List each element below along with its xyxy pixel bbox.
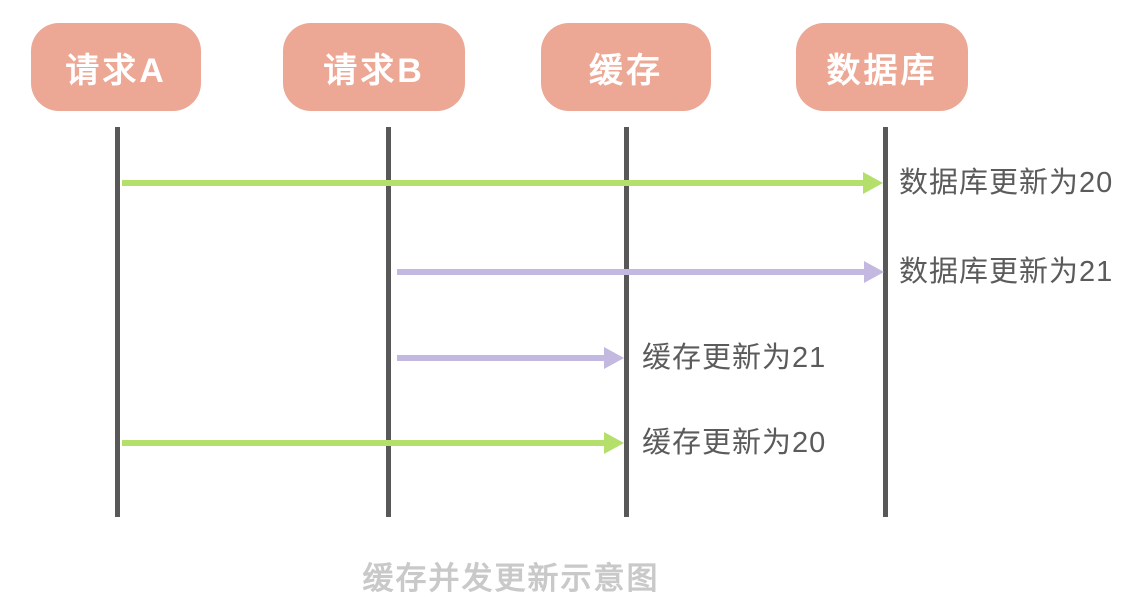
message-label-cache-update-20: 缓存更新为20 xyxy=(642,427,827,459)
lifeline-cache xyxy=(624,127,629,517)
participant-database: 数据库 xyxy=(796,23,968,111)
arrowhead-icon xyxy=(864,261,884,283)
lifeline-request-a xyxy=(115,127,120,517)
message-arrow-cache-update-21 xyxy=(397,347,624,369)
arrowhead-icon xyxy=(604,432,624,454)
message-label-db-update-20: 数据库更新为20 xyxy=(899,167,1114,199)
lifeline-database xyxy=(883,127,888,517)
participant-request-b: 请求B xyxy=(283,23,465,111)
arrowhead-icon xyxy=(863,172,883,194)
participant-cache: 缓存 xyxy=(541,23,711,111)
participant-request-a: 请求A xyxy=(31,23,201,111)
arrow-shaft xyxy=(122,440,607,446)
arrow-shaft xyxy=(122,180,866,186)
message-arrow-cache-update-20 xyxy=(122,432,624,454)
message-label-cache-update-21: 缓存更新为21 xyxy=(642,342,827,374)
message-label-db-update-21: 数据库更新为21 xyxy=(899,256,1114,288)
arrow-shaft xyxy=(397,355,607,361)
lifeline-request-b xyxy=(386,127,391,517)
message-arrow-db-update-20 xyxy=(122,172,883,194)
diagram-caption: 缓存并发更新示意图 xyxy=(362,561,660,596)
message-arrow-db-update-21 xyxy=(397,261,884,283)
arrowhead-icon xyxy=(604,347,624,369)
arrow-shaft xyxy=(397,269,867,275)
